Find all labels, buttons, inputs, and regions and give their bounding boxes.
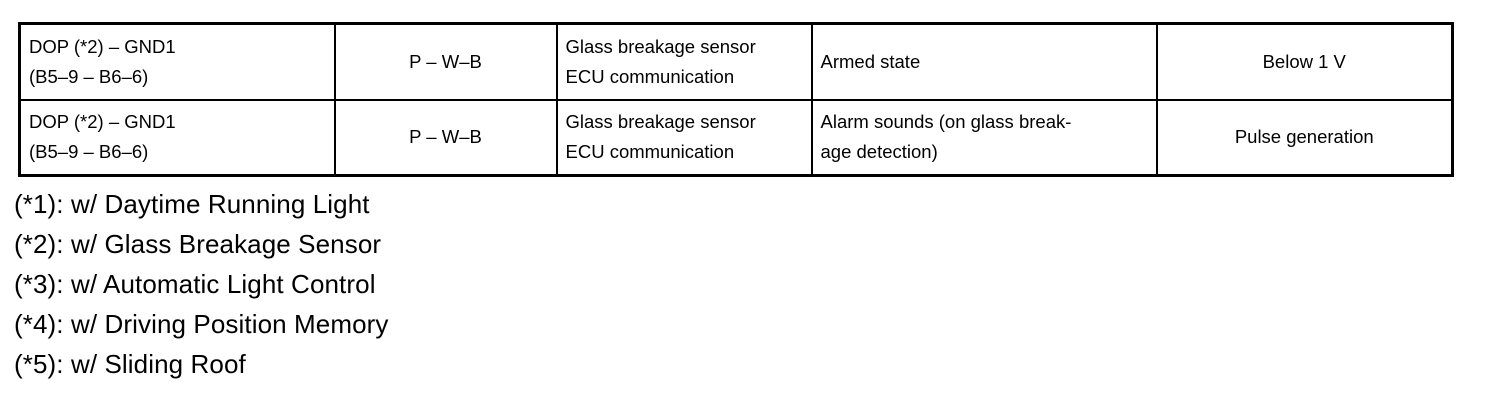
cell-terminals: DOP (*2) – GND1 (B5–9 – B6–6) [19,98,336,176]
specified-value: Pulse generation [1234,126,1374,148]
cell-state: Armed state [810,23,1158,101]
wiring-color-value: P – W–B [409,50,482,72]
state-line-1: Alarm sounds (on glass break- [820,111,1072,133]
terminals-line-2: (B5–9 – B6–6) [29,65,149,87]
footnote-item: (*3): w/ Automatic Light Control [14,269,376,299]
cell-specified-value: Pulse generation [1155,98,1453,176]
cell-wiring-color: P – W–B [333,23,558,101]
wiring-color-value: P – W–B [409,126,482,148]
cell-condition: Glass breakage sensor ECU communication [555,23,813,101]
state-line-1: Armed state [820,50,921,72]
condition-line-2: ECU communication [565,65,735,87]
terminals-line-1: DOP (*2) – GND1 [29,35,176,57]
cell-terminals: DOP (*2) – GND1 (B5–9 – B6–6) [19,23,336,101]
cell-state: Alarm sounds (on glass break- age detect… [810,98,1158,176]
footnote-list: (*1): w/ Daytime Running Light (*2): w/ … [14,184,914,384]
specified-value: Below 1 V [1262,50,1346,72]
table-row: DOP (*2) – GND1 (B5–9 – B6–6) P – W–B Gl… [19,23,1453,101]
terminals-line-2: (B5–9 – B6–6) [29,141,149,163]
terminal-inspection-table: DOP (*2) – GND1 (B5–9 – B6–6) P – W–B Gl… [18,22,1454,177]
cell-specified-value: Below 1 V [1155,23,1453,101]
condition-line-1: Glass breakage sensor [565,111,756,133]
footnote-item: (*5): w/ Sliding Roof [14,349,246,379]
condition-line-1: Glass breakage sensor [565,35,756,57]
terminals-line-1: DOP (*2) – GND1 [29,111,176,133]
table-row: DOP (*2) – GND1 (B5–9 – B6–6) P – W–B Gl… [19,98,1453,176]
footnote-item: (*2): w/ Glass Breakage Sensor [14,229,382,259]
footnote-item: (*4): w/ Driving Position Memory [14,309,389,339]
footnote-item: (*1): w/ Daytime Running Light [14,189,370,219]
cell-wiring-color: P – W–B [333,98,558,176]
state-line-2: age detection) [820,141,938,163]
condition-line-2: ECU communication [565,141,735,163]
cell-condition: Glass breakage sensor ECU communication [555,98,813,176]
